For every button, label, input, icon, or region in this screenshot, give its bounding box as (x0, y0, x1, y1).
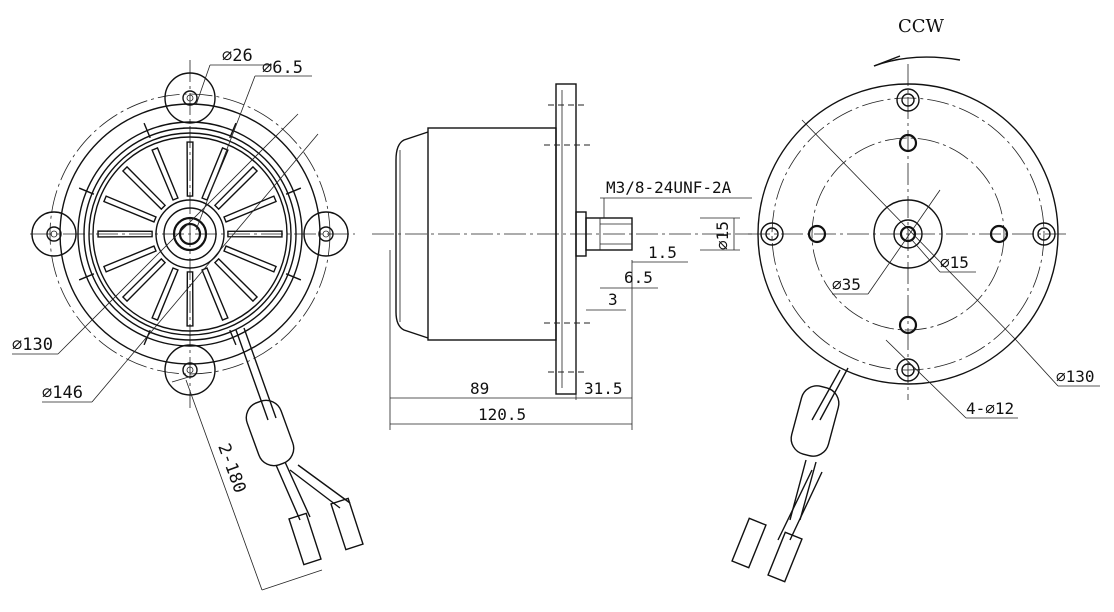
front-body-dia: ⌀130 (12, 335, 53, 355)
fan-blade (201, 147, 229, 201)
fan-blade (121, 165, 167, 211)
fan-blade (223, 245, 277, 273)
lead-length: 2-180 (213, 441, 249, 496)
fan-blade (213, 257, 259, 303)
fan-blade (103, 195, 157, 223)
fan-blade (151, 147, 179, 201)
rim-tick (229, 329, 237, 346)
fan-blade (223, 195, 277, 223)
front-flange-dia: ⌀146 (42, 383, 83, 403)
rear-shaft-dia: ⌀15 (940, 253, 969, 272)
fan-blade (186, 141, 194, 197)
rim-tick (285, 187, 302, 195)
rim-tick (143, 122, 151, 139)
rear-body-dia: ⌀130 (1056, 367, 1095, 386)
body-length: 89 (470, 379, 489, 398)
shoulder: 3 (608, 290, 618, 309)
front-pin-circle-dia: ⌀26 (222, 46, 253, 66)
fan-blade (151, 267, 179, 321)
shaft-flat-len: 6.5 (624, 268, 653, 287)
rotation-direction: CCW (898, 16, 945, 37)
shaft-dia: ⌀15 (713, 221, 732, 250)
thread-spec: M3/8-24UNF-2A (606, 178, 732, 197)
shaft-length: 31.5 (584, 379, 623, 398)
rim-tick (285, 273, 302, 281)
front-hole-dia: ⌀6.5 (262, 58, 303, 78)
fan-blade (201, 267, 229, 321)
rim-tick (78, 273, 95, 281)
total-length: 120.5 (478, 405, 526, 424)
front-view (12, 60, 364, 591)
side-view (372, 83, 752, 430)
rim-tick (229, 122, 237, 139)
rim-tick (143, 329, 151, 346)
rim-tick (78, 187, 95, 195)
fan-blade (213, 165, 259, 211)
fan-blade (121, 257, 167, 303)
fan-blade (103, 245, 157, 273)
rear-mount-holes: 4-⌀12 (966, 399, 1014, 418)
fan-blade (97, 230, 153, 238)
fan-blade (227, 230, 283, 238)
fan-blade (186, 271, 194, 327)
rear-boss-dia: ⌀35 (832, 275, 861, 294)
rear-view (731, 55, 1100, 583)
flat-depth: 1.5 (648, 243, 677, 262)
